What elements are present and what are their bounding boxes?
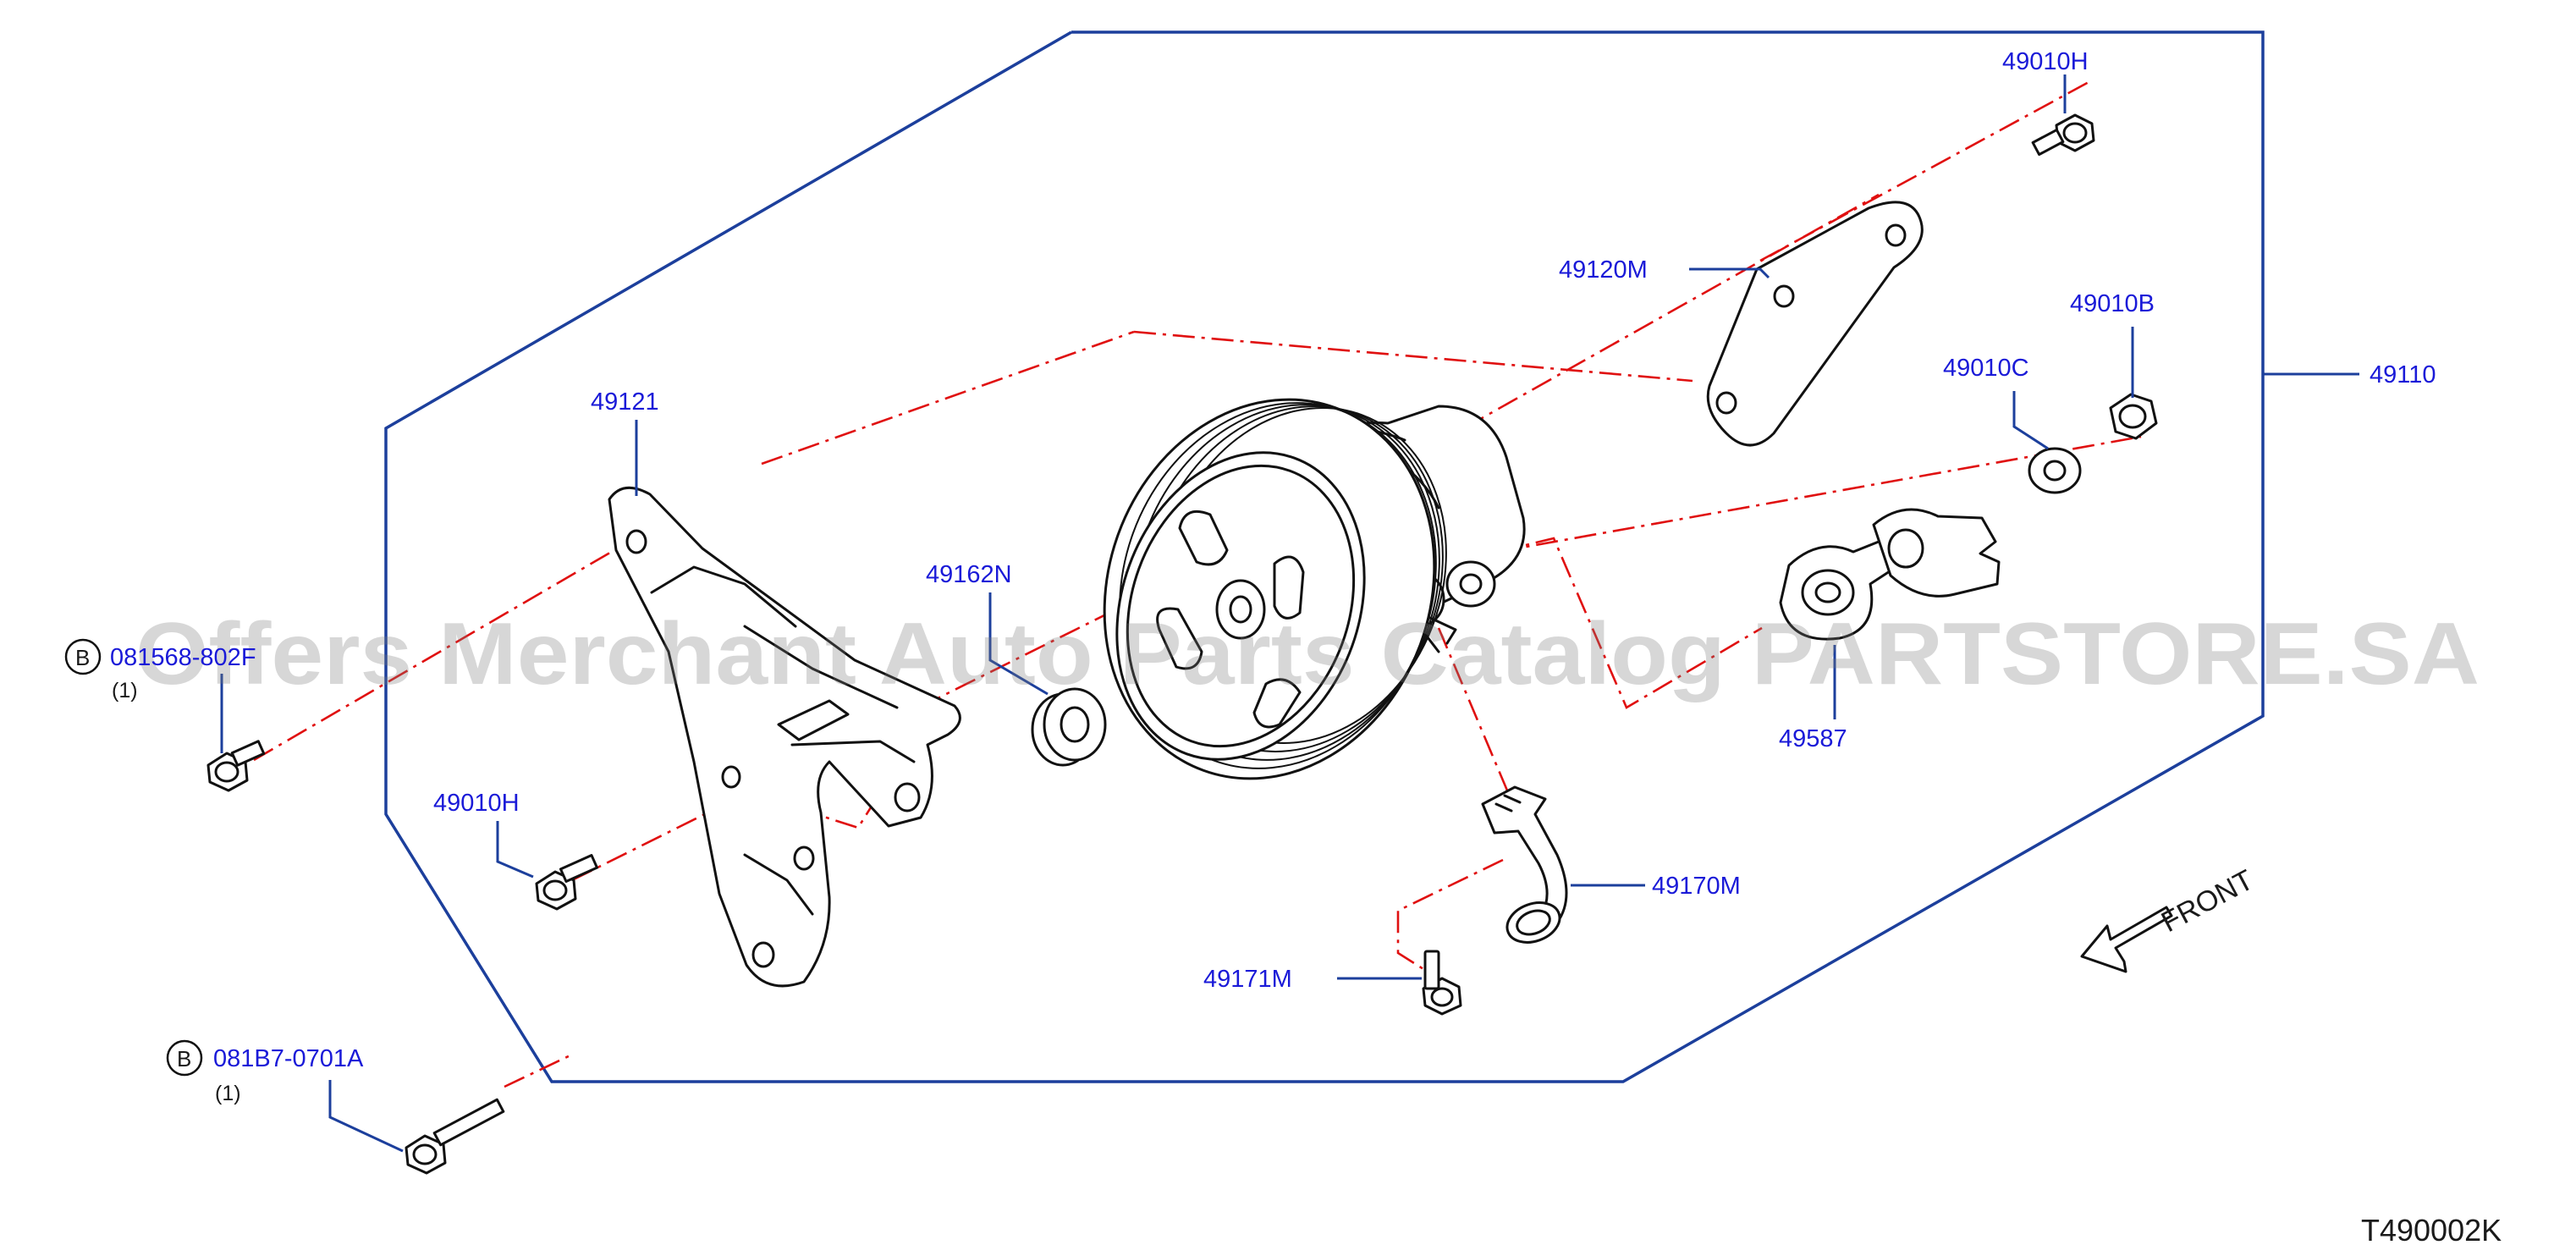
leader-lines [220, 74, 2134, 1153]
bracket-plate-49120m [1706, 201, 1924, 447]
callout-49110[interactable]: 49110 [2370, 361, 2436, 388]
callout-49170m[interactable]: 49170M [1652, 873, 1741, 900]
callout-49162n[interactable]: 49162N [926, 561, 1012, 588]
bolt-081b6-upper [206, 740, 266, 792]
bolt-mark-lower: B [177, 1046, 191, 1071]
callout-49010c[interactable]: 49010C [1943, 355, 2029, 382]
bolt-mark-circle-upper [64, 638, 102, 675]
watermark-text: Offers Merchant Auto Parts Catalog PARTS… [135, 605, 2480, 703]
callout-49010b[interactable]: 49010B [2070, 290, 2155, 317]
grommet-49162n [1031, 687, 1107, 767]
bolt-081b7-lower [405, 1098, 505, 1175]
quantity-lower: (1) [215, 1082, 241, 1105]
front-label: FRONT [2156, 864, 2259, 939]
quantity-upper: (1) [112, 679, 138, 702]
callout-49120m[interactable]: 49120M [1559, 256, 1648, 284]
callout-49010h-left[interactable]: 49010H [433, 790, 520, 817]
bolt-49171m [1422, 950, 1462, 1016]
nut-49010b [2109, 393, 2158, 440]
stud-bushing-49587 [1779, 508, 2001, 641]
callout-49121[interactable]: 49121 [591, 388, 659, 416]
callout-081b7[interactable]: 081B7-0701A [213, 1045, 364, 1072]
pipe-49170m [1481, 785, 1568, 944]
washer-49010c [2028, 447, 2082, 494]
bolt-mark-circle-lower [166, 1039, 203, 1077]
bolt-mark-upper: B [75, 645, 90, 670]
callout-49010h-top[interactable]: 49010H [2002, 48, 2089, 75]
assembly-frame [384, 30, 2265, 1083]
power-steering-pump-49110 [1103, 398, 1526, 780]
callout-49587[interactable]: 49587 [1779, 725, 1847, 752]
front-direction-arrow [2080, 906, 2173, 973]
callout-49171m[interactable]: 49171M [1203, 966, 1292, 993]
callout-081b6[interactable]: 081568-802F [110, 644, 256, 671]
figure-code: T490002K [2361, 1213, 2502, 1248]
bolt-49010h-left [535, 854, 599, 911]
bracket-49121 [608, 486, 961, 988]
bolt-49010h-top [2031, 113, 2095, 157]
